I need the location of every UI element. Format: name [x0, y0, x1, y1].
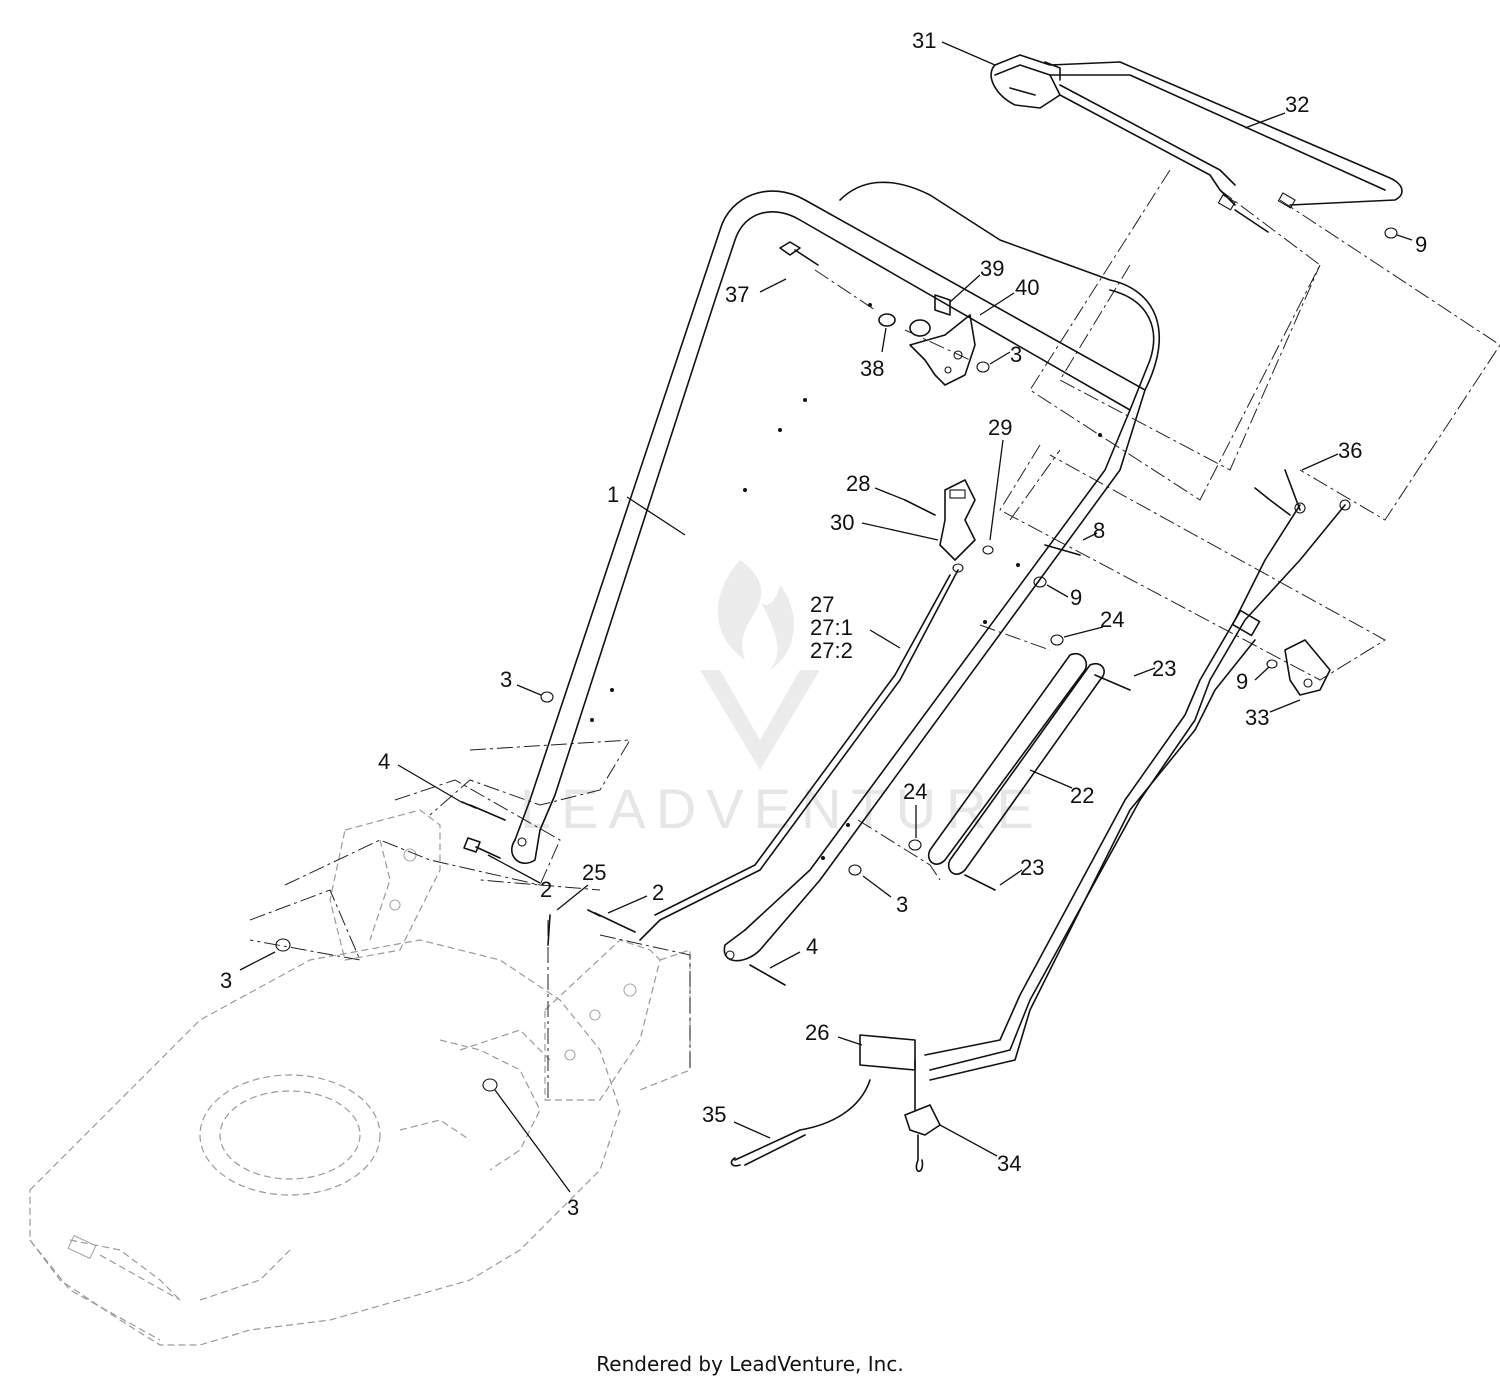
callout-23: 23	[1152, 656, 1176, 681]
callout-4: 4	[806, 934, 818, 959]
callout-24: 24	[903, 779, 927, 804]
callout-33: 33	[1245, 705, 1269, 730]
callout-9: 9	[1070, 585, 1082, 610]
handle-main	[511, 181, 1161, 962]
callout-1: 1	[607, 482, 619, 507]
leader-lines	[239, 41, 1413, 1193]
callout-24: 24	[1100, 607, 1124, 632]
callout-23: 23	[1020, 855, 1044, 880]
callout-30: 30	[830, 510, 854, 535]
callout-8: 8	[1093, 518, 1105, 543]
callout-25: 25	[582, 860, 606, 885]
callout-2: 2	[652, 880, 664, 905]
callout-34: 34	[997, 1151, 1021, 1176]
lower-links	[908, 544, 1131, 891]
callout-2: 2	[540, 877, 552, 902]
mower-deck	[29, 939, 621, 1346]
callout-4: 4	[378, 749, 390, 774]
callout-3: 3	[1010, 342, 1022, 367]
callout-28: 28	[846, 471, 870, 496]
callout-3: 3	[220, 968, 232, 993]
bail-bar	[990, 54, 1403, 233]
callout-9: 9	[1415, 232, 1427, 257]
speed-control-lever	[904, 479, 994, 573]
traction-cable	[639, 569, 959, 941]
callout-3: 3	[567, 1195, 579, 1220]
callout-26: 26	[805, 1020, 829, 1045]
hardware	[275, 227, 1398, 1092]
callout-32: 32	[1285, 92, 1309, 117]
callout-3: 3	[500, 667, 512, 692]
callout-38: 38	[860, 356, 884, 381]
callout-29: 29	[988, 415, 1012, 440]
callout-35: 35	[702, 1102, 726, 1127]
footer-credit: Rendered by LeadVenture, Inc.	[596, 1352, 904, 1376]
callout-39: 39	[980, 256, 1004, 281]
callout-40: 40	[1015, 275, 1039, 300]
callout-31: 31	[912, 28, 936, 53]
callout-37: 37	[725, 282, 749, 307]
explode-lines	[249, 169, 1500, 1100]
callout-27-1: 27:1	[810, 615, 853, 640]
blade-cables	[730, 469, 1351, 1173]
callout-36: 36	[1338, 438, 1362, 463]
watermark-text: LEADVENTURE	[520, 777, 1044, 840]
callout-27-2: 27:2	[810, 638, 853, 663]
callout-27: 27	[810, 592, 834, 617]
handle-brackets	[329, 809, 691, 1101]
watermark: LEADVENTURE	[520, 560, 1044, 840]
control-plate	[779, 241, 990, 386]
callout-9: 9	[1236, 669, 1248, 694]
callout-labels: 31 32 9 37 39 40 38 3 29 36 28 1 30 8 27…	[220, 28, 1427, 1220]
callout-3: 3	[896, 892, 908, 917]
callout-22: 22	[1070, 783, 1094, 808]
